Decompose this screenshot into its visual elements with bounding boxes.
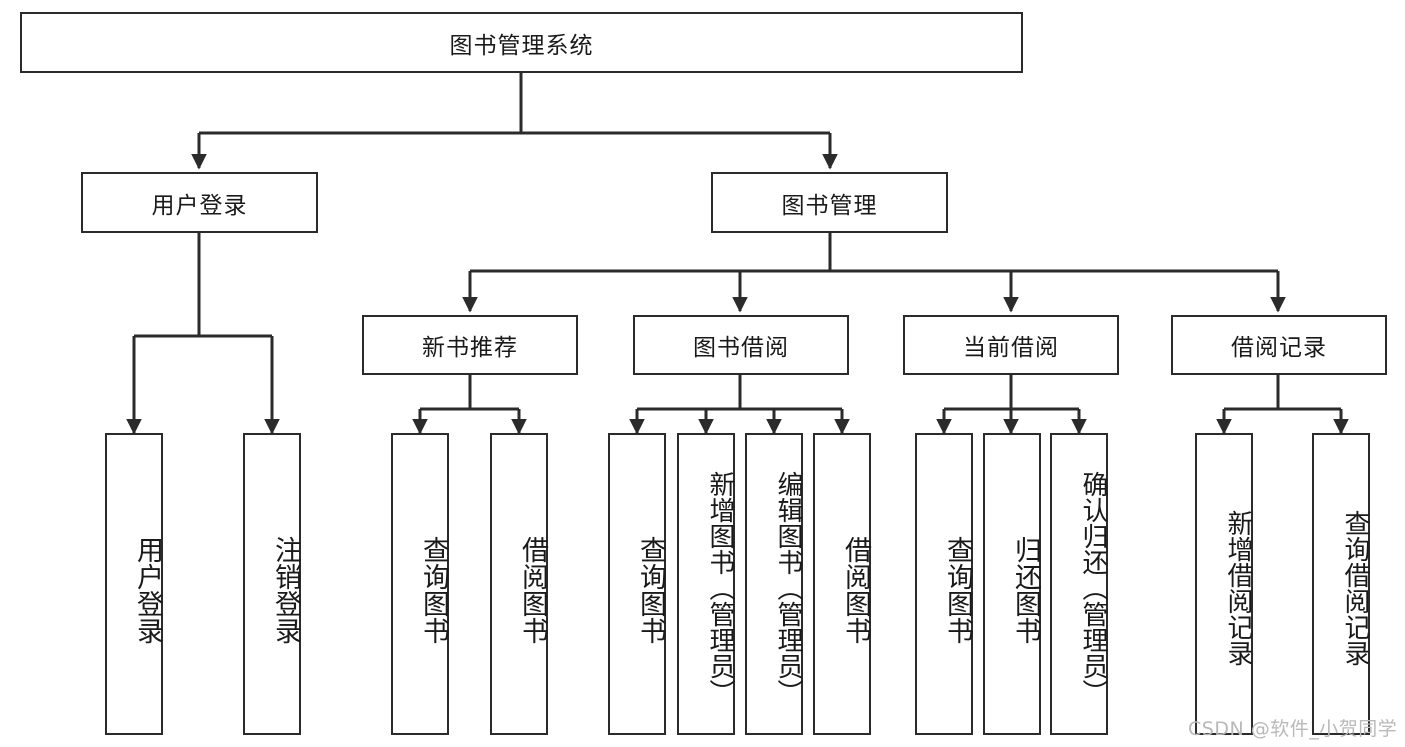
node-label: 图书管理系统 [449, 32, 594, 59]
node-label: 查询借阅记录 [1340, 510, 1370, 666]
node-label: 新增借阅记录 [1223, 510, 1253, 666]
node-label: 查询图书 [418, 536, 449, 644]
node-label: 图书借阅 [693, 335, 789, 361]
leaf-current-borrow-query[interactable]: 查询图书 [915, 433, 973, 735]
node-user-login[interactable]: 用户登录 [81, 172, 318, 233]
node-label: 用户登录 [151, 192, 248, 219]
leaf-current-borrow-return[interactable]: 归还图书 [983, 433, 1041, 735]
node-label: 借阅记录 [1231, 335, 1327, 361]
node-label: 注销登录 [270, 536, 301, 644]
node-borrow-record[interactable]: 借阅记录 [1171, 315, 1387, 375]
leaf-new-book-borrow[interactable]: 借阅图书 [490, 433, 548, 735]
node-label: 用户登录 [132, 536, 163, 644]
leaf-current-borrow-confirm-return[interactable]: 确认归还（管理员） [1050, 433, 1108, 735]
node-label: 查询图书 [942, 536, 973, 644]
leaf-book-borrow-query[interactable]: 查询图书 [608, 433, 666, 735]
node-new-book-recommend[interactable]: 新书推荐 [362, 315, 578, 375]
node-current-borrow[interactable]: 当前借阅 [903, 315, 1119, 375]
leaf-book-borrow-edit[interactable]: 编辑图书（管理员） [745, 433, 803, 735]
node-label: 归还图书 [1010, 536, 1041, 644]
leaf-book-borrow-borrow[interactable]: 借阅图书 [813, 433, 871, 735]
node-label: 确认归还（管理员） [1078, 471, 1108, 705]
csdn-watermark: CSDN @软件_小贺同学 [1188, 718, 1398, 740]
leaf-user-login-logout[interactable]: 注销登录 [243, 433, 301, 735]
node-label: 查询图书 [635, 536, 666, 644]
node-root-system[interactable]: 图书管理系统 [20, 12, 1023, 73]
node-label: 借阅图书 [517, 536, 548, 644]
node-book-manage[interactable]: 图书管理 [711, 172, 948, 233]
leaf-borrow-record-add[interactable]: 新增借阅记录 [1195, 433, 1253, 735]
node-label: 借阅图书 [840, 536, 871, 644]
leaf-new-book-query[interactable]: 查询图书 [391, 433, 449, 735]
node-book-borrow[interactable]: 图书借阅 [633, 315, 849, 375]
leaf-book-borrow-add[interactable]: 新增图书（管理员） [677, 433, 735, 735]
node-label: 编辑图书（管理员） [773, 471, 803, 705]
node-label: 新书推荐 [422, 335, 518, 361]
node-label: 新增图书（管理员） [705, 471, 735, 705]
node-label: 当前借阅 [963, 335, 1059, 361]
node-label: 图书管理 [781, 192, 878, 219]
leaf-user-login-login[interactable]: 用户登录 [105, 433, 163, 735]
leaf-borrow-record-query[interactable]: 查询借阅记录 [1312, 433, 1370, 735]
